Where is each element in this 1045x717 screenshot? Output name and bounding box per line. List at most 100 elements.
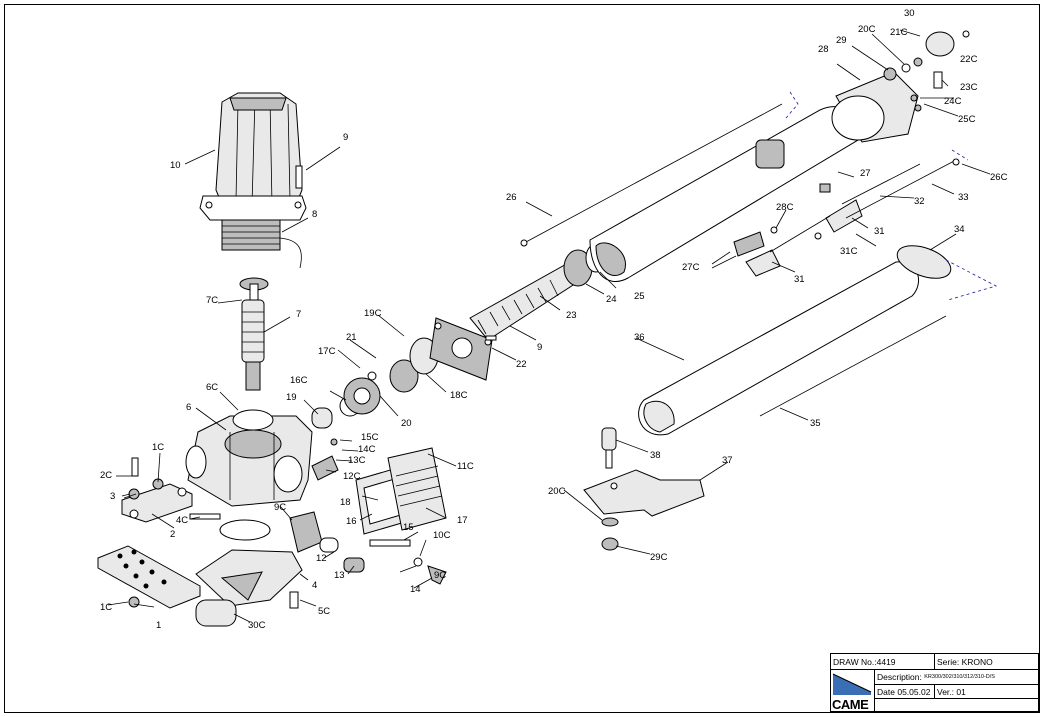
part-label-24: 24: [606, 294, 617, 305]
part-labels: 11C1C22C344C5C66C77C8999C9C1010C11C1212C…: [100, 8, 1008, 631]
worm-shaft: [239, 277, 269, 391]
title-block: DRAW No.:4419 Serie: KRONO Description: …: [830, 653, 1040, 712]
part-label-31c: 31C: [840, 246, 858, 257]
part-label-22c: 22C: [960, 54, 978, 65]
part-label-17c: 17C: [318, 346, 336, 357]
part-label-17: 17: [457, 515, 468, 526]
date-value: 05.05.02: [897, 686, 931, 697]
part-label-20c: 20C: [858, 24, 876, 35]
part-label-4c: 4C: [176, 515, 188, 526]
part-label-34: 34: [954, 224, 965, 235]
part-label-27: 27: [860, 168, 871, 179]
part-label-6c: 6C: [206, 382, 218, 393]
part-label-28c: 28C: [776, 202, 794, 213]
part-label-8: 8: [312, 209, 317, 220]
part-label-16c: 16C: [290, 375, 308, 386]
part-label-2: 2: [170, 529, 175, 540]
part-label-21: 21: [346, 332, 357, 343]
motor-cover: [199, 92, 307, 269]
part-label-26c: 26C: [990, 172, 1008, 183]
logo-mark: [832, 673, 872, 695]
part-label-23: 23: [566, 310, 577, 321]
part-label-12: 12: [316, 553, 327, 564]
part-label-1c: 1C: [152, 442, 164, 453]
part-label-4: 4: [312, 580, 317, 591]
part-label-21c: 21C: [890, 27, 908, 38]
part-label-5c: 5C: [318, 606, 330, 617]
draw-number-label: DRAW No.:: [833, 656, 877, 667]
serie-label: Serie:: [937, 656, 960, 667]
part-label-15c: 15C: [361, 432, 379, 443]
part-label-1: 1: [156, 620, 161, 631]
gearbox-base: [195, 519, 303, 627]
front-bracket: [583, 427, 705, 551]
part-label-10c: 10C: [433, 530, 451, 541]
part-label-25c: 25C: [958, 114, 976, 125]
end-cap: [831, 30, 970, 143]
logo-text: CAME: [832, 697, 869, 712]
part-label-3: 3: [110, 491, 115, 502]
part-label-9c: 9C: [434, 570, 446, 581]
part-label-33: 33: [958, 192, 969, 203]
mount-bracket: [121, 457, 221, 523]
part-label-32: 32: [914, 196, 925, 207]
part-label-31: 31: [874, 226, 885, 237]
part-label-35: 35: [810, 418, 821, 429]
drawing-frame: [4, 4, 1040, 713]
part-label-9: 9: [343, 132, 348, 143]
part-label-10: 10: [170, 160, 181, 171]
serie-value: KRONO: [961, 656, 993, 667]
part-label-19c: 19C: [364, 308, 382, 319]
version-label: Ver.:: [937, 686, 955, 697]
release-cover: [289, 447, 447, 585]
part-label-20c: 20C: [548, 486, 566, 497]
description-label: Description:: [877, 672, 922, 682]
base-plate: [97, 545, 201, 609]
part-label-27c: 27C: [682, 262, 700, 273]
draw-number-value: 4419: [876, 656, 896, 667]
part-label-20: 20: [401, 418, 412, 429]
part-label-19: 19: [286, 392, 297, 403]
part-label-16: 16: [346, 516, 357, 527]
part-label-15: 15: [403, 522, 414, 533]
part-label-2c: 2C: [100, 470, 112, 481]
part-label-1c: 1C: [100, 602, 112, 613]
came-logo: CAME: [831, 670, 875, 712]
part-label-12c: 12C: [343, 471, 361, 482]
part-label-18: 18: [340, 497, 351, 508]
date-label: Date: [877, 686, 895, 697]
part-label-28: 28: [818, 44, 829, 55]
part-label-30: 30: [904, 8, 915, 19]
part-label-24c: 24C: [944, 96, 962, 107]
part-label-7: 7: [296, 309, 301, 320]
part-label-29c: 29C: [650, 552, 668, 563]
part-label-36: 36: [634, 332, 645, 343]
version-value: 01: [956, 686, 966, 697]
description: Description: KR300/302/310/312/310-D/S: [875, 670, 1040, 684]
part-label-31: 31: [794, 274, 805, 285]
part-label-29: 29: [836, 35, 847, 46]
part-label-13c: 13C: [348, 455, 366, 466]
part-label-14: 14: [410, 584, 421, 595]
part-label-18c: 18C: [450, 390, 468, 401]
part-label-9c: 9C: [274, 502, 286, 513]
version: Ver.: 01: [935, 685, 1040, 698]
part-label-13: 13: [334, 570, 345, 581]
part-label-26: 26: [506, 192, 517, 203]
part-label-30c: 30C: [248, 620, 266, 631]
limit-switch: [711, 158, 960, 277]
part-label-14c: 14C: [358, 444, 376, 455]
part-label-6: 6: [186, 402, 191, 413]
part-label-7c: 7C: [206, 295, 218, 306]
outer-cover: [638, 245, 952, 436]
part-label-9: 9: [537, 342, 542, 353]
gearbox-housing: [185, 409, 313, 507]
actuator-tube: [520, 103, 860, 282]
date: Date 05.05.02: [875, 685, 935, 698]
description-value: KR300/302/310/312/310-D/S: [924, 674, 995, 680]
part-label-38: 38: [650, 450, 661, 461]
part-label-25: 25: [634, 291, 645, 302]
draw-number: DRAW No.:4419: [831, 654, 935, 669]
part-label-23c: 23C: [960, 82, 978, 93]
